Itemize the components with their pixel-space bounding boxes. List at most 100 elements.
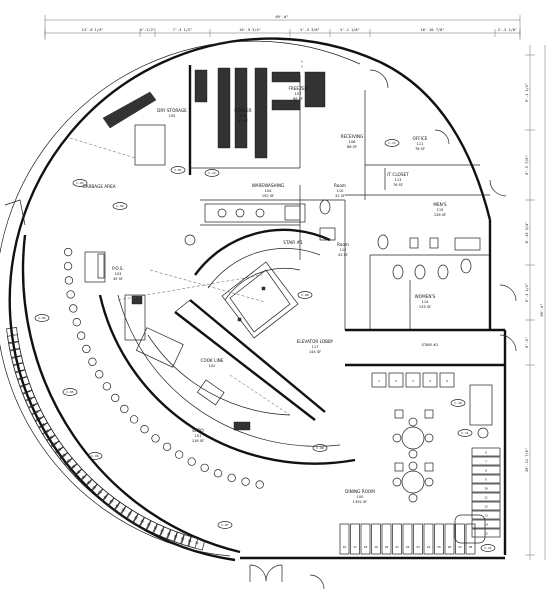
bar-stool xyxy=(77,331,86,340)
booth-seat: 7 xyxy=(471,456,501,466)
svg-text:C-09: C-09 xyxy=(316,446,323,450)
svg-text:7: 7 xyxy=(485,460,487,464)
booth-seat: 23 xyxy=(413,523,423,555)
overall-top-dim: 69'-0" xyxy=(276,15,289,19)
equipment-tag: C-12 xyxy=(480,544,496,552)
room-warewashing: WAREWASHING 104 192 SF xyxy=(252,183,285,198)
room-stair-1: STAIR #1 xyxy=(283,240,303,245)
warewashing-counter xyxy=(184,203,306,246)
svg-text:5: 5 xyxy=(446,379,448,383)
svg-text:17: 17 xyxy=(53,441,58,446)
svg-text:WAREWASHING: WAREWASHING xyxy=(252,183,285,188)
right-dim-0: 9'-1 1/2" xyxy=(525,83,529,102)
booth-seat: 10 xyxy=(471,483,501,493)
bar-stool xyxy=(66,290,75,299)
equipment-tag: C-09 xyxy=(312,444,328,452)
svg-text:23: 23 xyxy=(81,475,87,481)
walkin-shelving xyxy=(102,67,326,166)
svg-text:41: 41 xyxy=(194,540,199,545)
room-womens: WOMEN'S 114 133 SF xyxy=(415,294,436,309)
svg-text:32: 32 xyxy=(133,515,138,520)
booth-seat: 25 xyxy=(434,523,444,555)
svg-text:25: 25 xyxy=(92,485,98,491)
guide-lines xyxy=(69,60,303,416)
overall-right-dim: 69'-0" xyxy=(540,304,544,317)
svg-text:35: 35 xyxy=(153,525,158,530)
top-dim-5: 5'-1 1/8" xyxy=(340,28,359,32)
svg-text:19: 19 xyxy=(61,453,66,458)
svg-text:IT CLOSET: IT CLOSET xyxy=(387,172,409,177)
elevator-core xyxy=(174,261,326,421)
svg-text:1: 1 xyxy=(378,379,380,383)
equipment-tag: C-13 xyxy=(384,139,400,147)
svg-text:15: 15 xyxy=(45,428,50,433)
svg-text:106: 106 xyxy=(240,114,248,118)
bar-stool xyxy=(111,393,120,403)
svg-text:40: 40 xyxy=(187,538,192,543)
bar-stools xyxy=(63,247,264,489)
room-dining: DINING ROOM 100 1392 SF xyxy=(345,489,375,504)
svg-text:C-04: C-04 xyxy=(38,316,45,320)
booth-seat: 2 xyxy=(388,372,404,388)
svg-text:C-01: C-01 xyxy=(174,168,181,172)
bar-stool xyxy=(175,450,184,459)
booth-seat: 16 xyxy=(339,523,350,555)
east-exterior-walls xyxy=(240,60,507,560)
booth-seat: 27 xyxy=(455,523,465,555)
bar-stool xyxy=(88,357,97,366)
booth-seat: 8 xyxy=(471,465,501,475)
bar-stool xyxy=(69,304,78,313)
pos-bar xyxy=(84,251,106,283)
room-cooler: COOLER 106 37 SF xyxy=(234,108,251,123)
cook-line-counter xyxy=(98,294,356,465)
room-mens: MEN'S 115 126 SF xyxy=(433,202,447,217)
bar-stool xyxy=(213,469,223,478)
svg-text:13: 13 xyxy=(37,416,42,421)
svg-text:117: 117 xyxy=(312,345,319,349)
equipment-tag: C-08 xyxy=(297,291,313,299)
svg-text:6: 6 xyxy=(18,369,22,372)
outer-circular-wall xyxy=(8,37,381,562)
room-dry-storage: DRY STORAGE 105 xyxy=(157,108,187,118)
room-office: OFFICE 111 76 SF xyxy=(413,136,428,151)
svg-text:16: 16 xyxy=(343,545,347,549)
svg-text:18: 18 xyxy=(57,447,62,452)
svg-text:30: 30 xyxy=(121,507,126,512)
right-dimension-line: 69'-0" 9'-1 1/2"8'-5 7/8"8'-10 3/4"6'-3 … xyxy=(525,45,546,560)
svg-text:144 SF: 144 SF xyxy=(309,350,321,354)
svg-text:C-10: C-10 xyxy=(454,401,461,405)
svg-text:37: 37 xyxy=(166,531,171,536)
bar-stool xyxy=(82,344,91,354)
top-dim-2: 7'-3 1/2" xyxy=(173,28,192,32)
right-dim-3: 6'-3 1/2" xyxy=(525,283,529,302)
equipment-tag: C-02 xyxy=(112,202,128,210)
svg-text:6: 6 xyxy=(485,451,487,455)
svg-text:102: 102 xyxy=(209,364,216,368)
svg-text:37 SF: 37 SF xyxy=(238,119,248,123)
equipment-tag: C-14 xyxy=(204,169,220,177)
svg-text:126 SF: 126 SF xyxy=(434,213,446,217)
booth-seat: 6 xyxy=(471,447,501,457)
svg-text:2: 2 xyxy=(395,379,397,383)
svg-text:26: 26 xyxy=(448,545,452,549)
booth-seat: 18 xyxy=(360,523,371,555)
booth-seat: 5 xyxy=(439,372,455,388)
bar-stool xyxy=(63,262,73,271)
svg-text:GARBAGE AREA: GARBAGE AREA xyxy=(82,184,115,189)
svg-text:1: 1 xyxy=(11,334,15,337)
svg-text:20: 20 xyxy=(385,545,389,549)
room-stair-2: STAIR #2 xyxy=(422,343,439,347)
svg-text:192 SF: 192 SF xyxy=(262,194,274,198)
svg-text:C-02: C-02 xyxy=(116,204,123,208)
top-dimension-line: 69'-0" 13'-6 1/4"3'-1/2"7'-3 1/2"10'-5 3… xyxy=(44,15,521,40)
svg-text:104: 104 xyxy=(265,189,273,193)
svg-text:21: 21 xyxy=(71,464,77,470)
svg-text:OFFICE: OFFICE xyxy=(413,136,428,141)
svg-text:107: 107 xyxy=(295,92,302,96)
bar-stool xyxy=(151,434,160,443)
equipment-tag: C-01 xyxy=(170,166,186,174)
svg-text:ELEVATOR LOBBY: ELEVATOR LOBBY xyxy=(297,339,334,344)
svg-text:COOK LINE: COOK LINE xyxy=(201,358,224,363)
svg-text:Room: Room xyxy=(337,242,349,247)
